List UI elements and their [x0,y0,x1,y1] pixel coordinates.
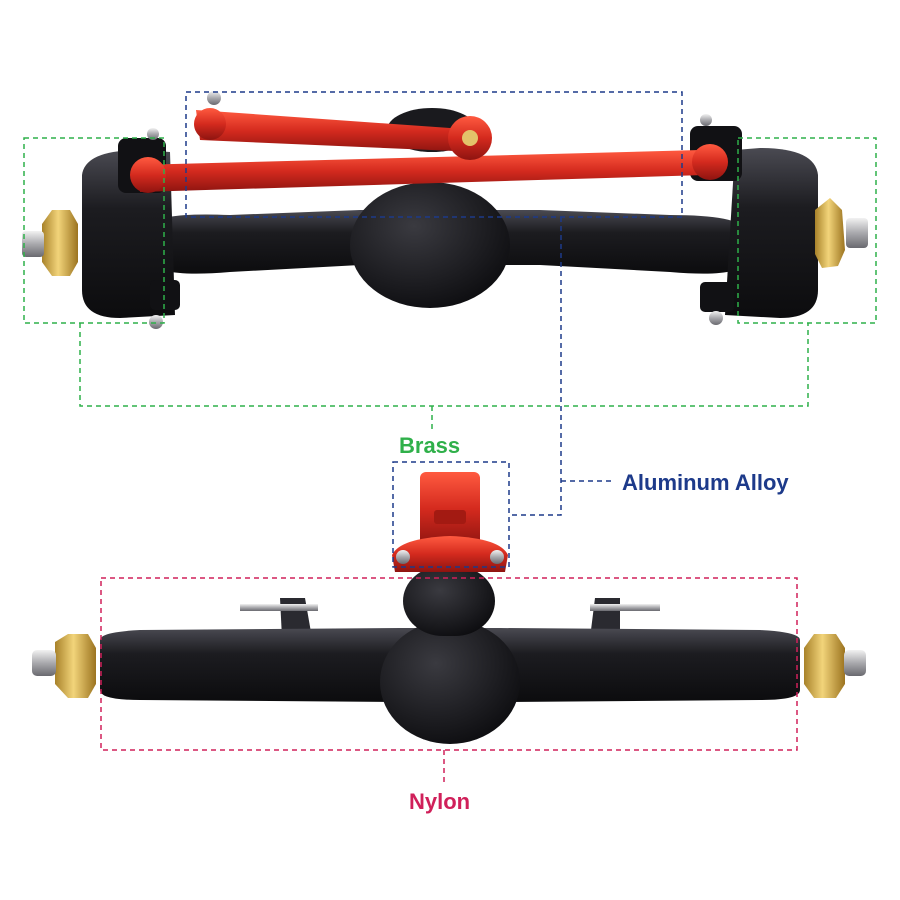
nylon-callout [100,577,798,786]
red-rod-end-tie-right [692,144,728,180]
aluminum-alloy-label: Aluminum Alloy [622,470,789,495]
rear-axle [32,472,866,744]
screw-icon [700,114,712,126]
red-rod-end-tie-left [130,157,166,193]
brass-label: Brass [399,433,461,458]
red-tie-rod [135,150,705,192]
rear-left-brass-hex-hub [55,634,96,698]
rear-pinion-housing [403,566,495,636]
red-drag-link [196,110,478,152]
red-pinion-cap [420,472,480,546]
right-mount-bolt [590,604,660,611]
left-brass-hex-hub [42,210,78,276]
aluminum-callout [185,91,683,568]
right-lock-nut [846,218,868,248]
left-mount-bolt [240,604,318,611]
left-lock-nut [22,231,44,257]
screw-icon [147,128,159,140]
brass-callout [23,137,877,432]
callout-lines [23,91,877,786]
screw-icon [207,91,221,105]
red-rod-end-left [194,108,226,140]
screw-icon [709,311,723,325]
nylon-label: Nylon [409,789,471,814]
screw-icon [490,550,504,564]
red-pinion-flange [392,536,508,572]
right-brass-hex-hub [815,198,845,268]
rear-left-lock-nut [32,650,56,676]
front-axle [22,91,868,329]
screw-icon [396,550,410,564]
rear-right-lock-nut [844,650,866,676]
servo-horn-bushing [462,130,478,146]
right-knuckle [725,148,818,318]
front-differential [350,182,510,308]
rear-differential [380,620,520,744]
left-c-hub-bottom [150,280,180,310]
right-c-hub-bottom [700,282,734,312]
rear-right-brass-hex-hub [804,634,845,698]
screw-icon [149,315,163,329]
pinion-cap-slot [434,510,466,524]
